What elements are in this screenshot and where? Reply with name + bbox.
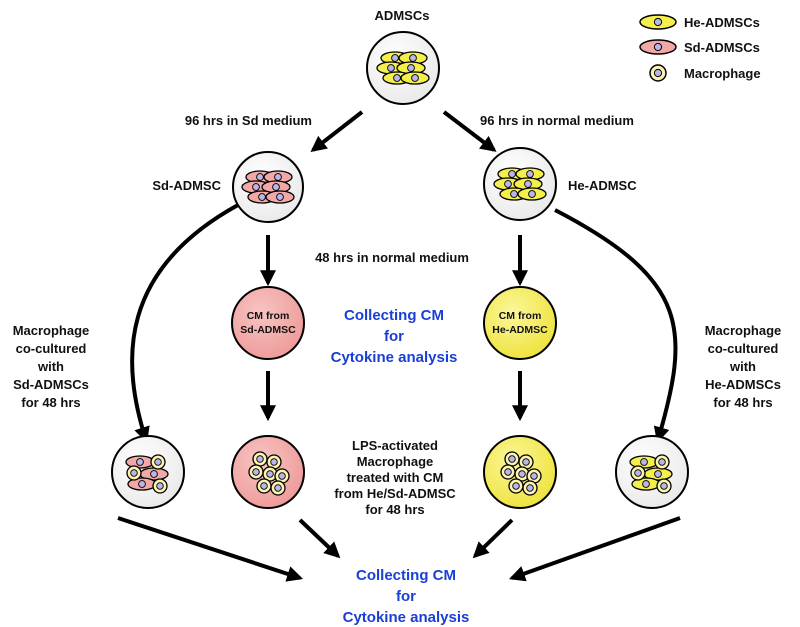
collect-bottom-line3: Cytokine analysis [343, 609, 470, 626]
arrow-top-right [442, 110, 497, 152]
lps-line4: from He/Sd-ADMSC [334, 486, 456, 501]
collect-mid-line1: Collecting CM [344, 307, 444, 324]
cell-icon [398, 51, 428, 65]
macrophage-sd-cm-dish [231, 435, 305, 509]
right-coculture-line2: co-cultured [708, 341, 779, 356]
collect-bottom-line2: for [396, 588, 416, 605]
legend-he-label: He-ADMSCs [684, 15, 760, 30]
normal-medium-48-label: 48 hrs in normal medium [315, 250, 469, 265]
arrow-left-curve [130, 203, 239, 444]
sd-admsc-dish [232, 151, 304, 223]
cell-icon [125, 455, 155, 469]
macrophage-he-cm-dish [483, 435, 557, 509]
lps-line1: LPS-activated [352, 438, 438, 453]
lps-line5: for 48 hrs [365, 502, 424, 517]
macrophage-icon [630, 465, 646, 481]
cell-icon [517, 187, 547, 201]
cell-icon [261, 180, 291, 194]
legend-he-icon [639, 14, 677, 30]
left-coculture-dish [111, 435, 185, 509]
lps-line3: treated with CM [347, 470, 444, 485]
left-coculture-line5: for 48 hrs [21, 395, 80, 410]
legend: He-ADMSCs Sd-ADMSCs Macrophage [639, 14, 761, 82]
macrophage-icon [504, 451, 520, 467]
macrophage-icon [256, 478, 272, 494]
right-coculture-line5: for 48 hrs [713, 395, 772, 410]
cm-sd-line2: Sd-ADMSC [240, 324, 296, 336]
left-coculture-line2: co-cultured [16, 341, 87, 356]
left-coculture-line1: Macrophage [13, 323, 90, 338]
macrophage-icon [248, 464, 264, 480]
macrophage-icon [656, 478, 672, 494]
macrophage-icon [500, 464, 516, 480]
collect-bottom-line1: Collecting CM [356, 567, 456, 584]
right-coculture-line1: Macrophage [705, 323, 782, 338]
collect-mid-line3: Cytokine analysis [331, 349, 458, 366]
sd-admsc-label: Sd-ADMSC [152, 178, 221, 193]
left-coculture-line3: with [37, 359, 64, 374]
cm-sd-line1: CM from [247, 310, 290, 322]
macrophage-icon [252, 451, 268, 467]
macrophage-icon [270, 480, 286, 496]
legend-sd-icon [639, 39, 677, 55]
macrophage-icon [150, 454, 166, 470]
normal-medium-96-label: 96 hrs in normal medium [480, 113, 634, 128]
macrophage-icon [266, 454, 282, 470]
lps-text: LPS-activated Macrophage treated with CM… [334, 438, 456, 517]
cell-icon [515, 167, 545, 181]
cell-icon [400, 71, 430, 85]
right-coculture-text: Macrophage co-cultured with He-ADMSCs fo… [705, 323, 782, 410]
cell-icon [265, 190, 295, 204]
macrophage-icon [522, 480, 538, 496]
legend-macrophage-icon [649, 64, 667, 82]
cm-he-circle: CM from He-ADMSC [483, 286, 557, 360]
admscs-label: ADMSCs [375, 8, 430, 23]
arrow-bottom-far-right [508, 516, 681, 582]
admscs-dish [366, 31, 440, 105]
macrophage-icon [654, 454, 670, 470]
arrow-right-curve [554, 208, 678, 444]
arrow-bottom-right [472, 518, 514, 559]
cell-icon [263, 170, 293, 184]
cm-he-line1: CM from [499, 310, 542, 322]
cell-icon [629, 455, 659, 469]
legend-macrophage-label: Macrophage [684, 66, 761, 81]
cm-sd-circle: CM from Sd-ADMSC [231, 286, 305, 360]
macrophage-icon [262, 466, 278, 482]
macrophage-icon [126, 465, 142, 481]
arrow-bottom-far-left [117, 516, 304, 582]
macrophage-icon [508, 478, 524, 494]
lps-line2: Macrophage [357, 454, 434, 469]
legend-sd-label: Sd-ADMSCs [684, 40, 760, 55]
collect-mid-line2: for [384, 328, 404, 345]
right-coculture-dish [615, 435, 689, 509]
cm-he-line2: He-ADMSC [492, 324, 548, 336]
cell-icon [127, 477, 157, 491]
arrow-bottom-left [298, 518, 341, 559]
macrophage-icon [152, 478, 168, 494]
sd-medium-label: 96 hrs in Sd medium [185, 113, 312, 128]
left-coculture-line4: Sd-ADMSCs [13, 377, 89, 392]
he-admsc-dish [483, 147, 557, 221]
he-admsc-label: He-ADMSC [568, 178, 637, 193]
right-coculture-line3: with [729, 359, 756, 374]
right-coculture-line4: He-ADMSCs [705, 377, 781, 392]
arrow-top-left [310, 110, 364, 152]
left-coculture-text: Macrophage co-cultured with Sd-ADMSCs fo… [13, 323, 90, 410]
